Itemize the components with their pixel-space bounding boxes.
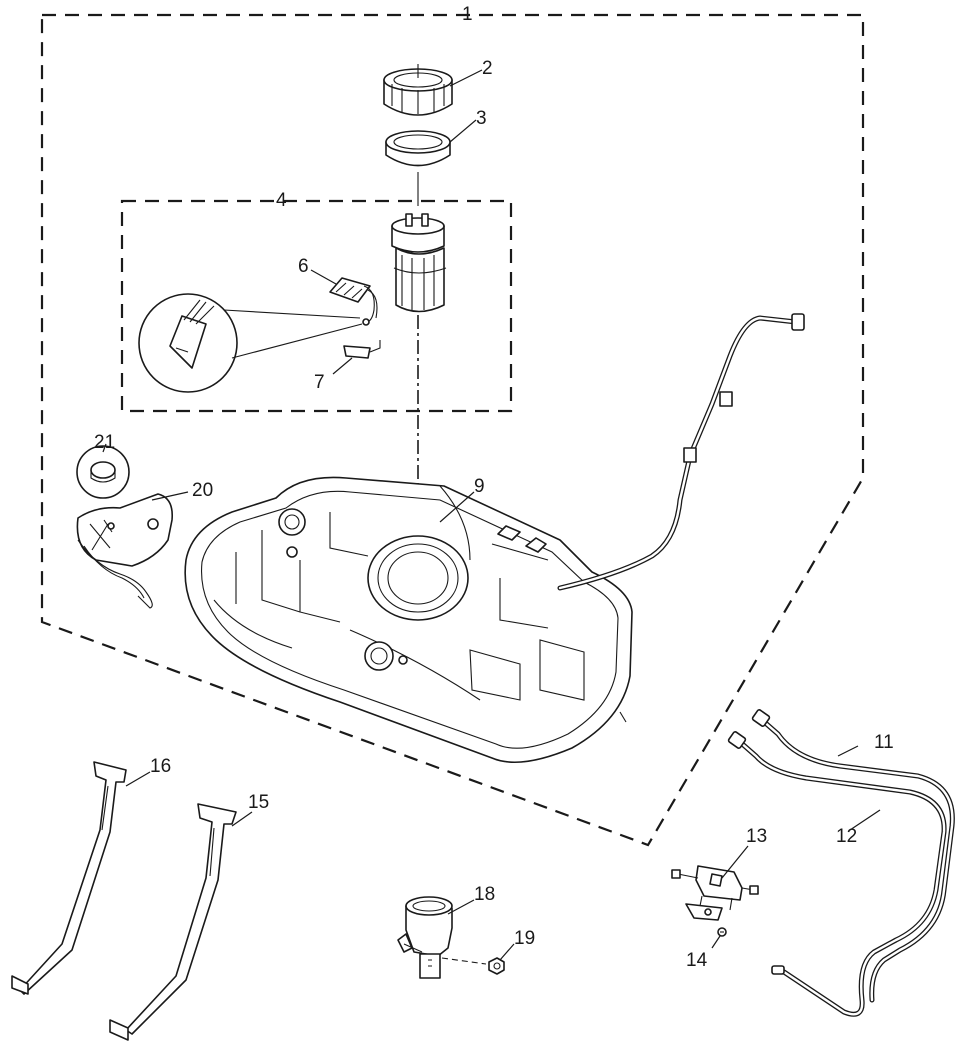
filler-cap: [76, 445, 130, 499]
callout-16: 16: [150, 756, 171, 777]
screw: [717, 927, 727, 937]
callout-6: 6: [298, 256, 309, 277]
fuel-tank: [184, 476, 633, 763]
callout-13: 13: [746, 826, 767, 847]
callout-7: 7: [314, 372, 325, 393]
vent-hose: [557, 313, 805, 591]
heat-shield: [76, 493, 174, 609]
callout-3: 3: [476, 108, 487, 129]
detail-magnifier: [138, 293, 363, 393]
fuel-pump-module: [391, 213, 447, 313]
lock-ring: [383, 64, 453, 116]
callout-14: 14: [686, 950, 708, 971]
callout-12: 12: [836, 826, 857, 847]
tank-strap-16: [11, 761, 127, 995]
nut: [488, 957, 505, 975]
callout-11: 11: [874, 732, 894, 753]
callout-20: 20: [192, 480, 213, 501]
callout-19: 19: [514, 928, 535, 949]
fuel-lines: [727, 709, 955, 1017]
callout-labels: 1 2 3 4 6 7 9 11 12 13 14 15 16 18 19 20…: [94, 4, 894, 971]
callout-9: 9: [474, 476, 485, 497]
seal-ring: [385, 130, 451, 167]
fuel-level-sender: [329, 277, 378, 326]
fuel-filter-housing: [397, 896, 487, 979]
callout-15: 15: [248, 792, 269, 813]
assembly-4-boundary: [120, 199, 513, 413]
callout-21: 21: [94, 432, 115, 453]
callout-4: 4: [276, 190, 287, 211]
callout-2: 2: [482, 58, 493, 79]
callout-18: 18: [474, 884, 495, 905]
leader-lines: [102, 69, 881, 961]
fuel-valve: [671, 865, 759, 921]
tank-strap-15: [109, 803, 237, 1041]
assembly-1-boundary: [40, 13, 865, 847]
float: [343, 340, 381, 359]
callout-1: 1: [462, 4, 473, 25]
